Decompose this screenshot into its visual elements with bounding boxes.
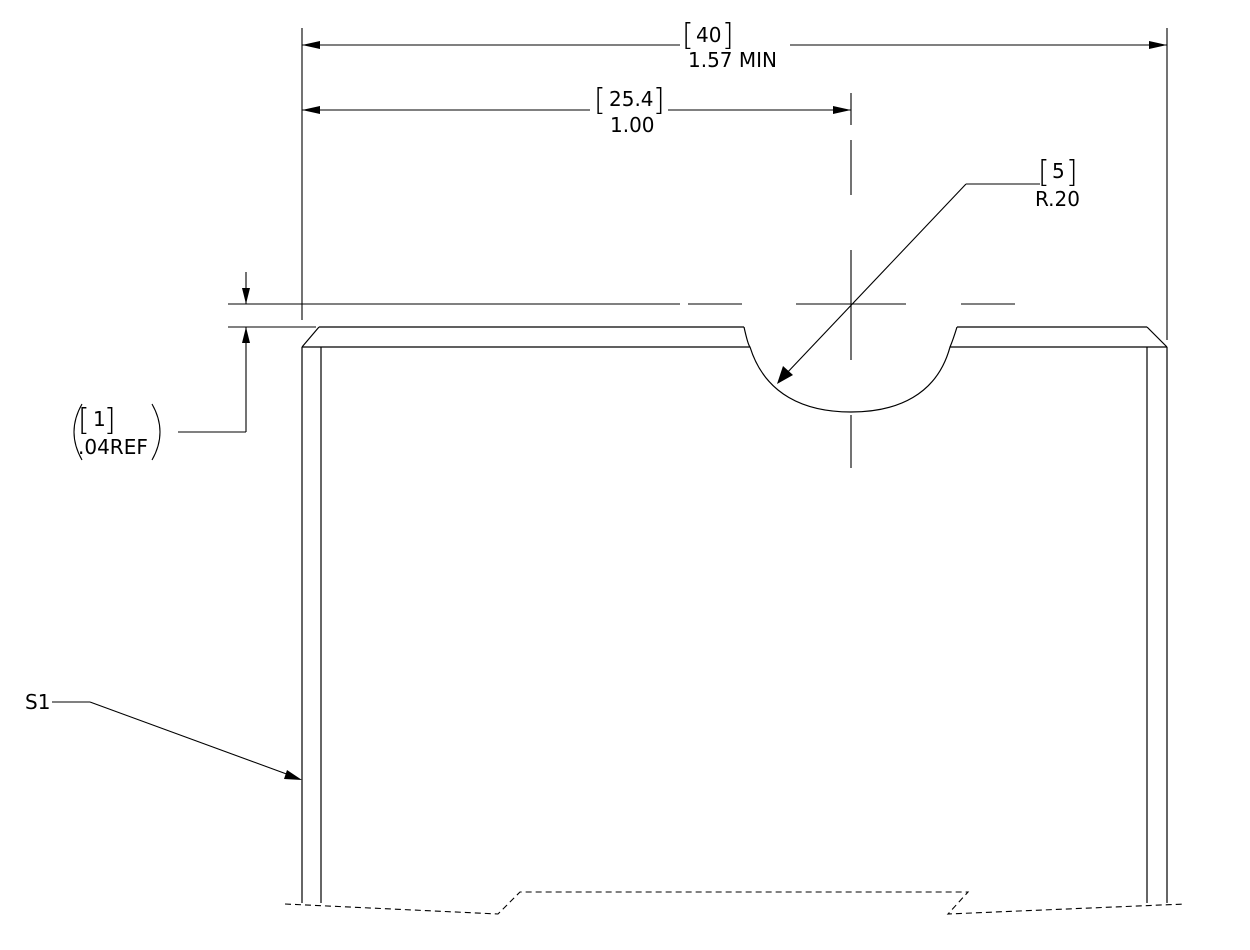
center-lines (228, 93, 1015, 468)
arrow-offset-right (833, 106, 851, 114)
notch-radius-metric: 5 (1052, 159, 1065, 183)
bracket-open: [ (594, 83, 606, 118)
dim-overall-width: [ 40 ] 1.57 MIN (301, 18, 1168, 340)
arrow-overall-right (1149, 41, 1167, 49)
break-line (284, 891, 1186, 915)
bracket-close: ] (104, 403, 116, 438)
radius-leader-diagonal (784, 183, 967, 376)
dim-notch-radius: [ 5 ] R.20 (777, 155, 1080, 384)
arrow-chamfer-top (242, 288, 250, 304)
surface-leader-diagonal (89, 701, 293, 777)
chamfer-corner-right (1146, 326, 1168, 348)
notch-arc (743, 326, 958, 413)
dim-center-offset: [ 25.4 ] 1.00 (302, 83, 851, 137)
bracket-open: [ (78, 403, 90, 438)
bracket-close: ] (722, 18, 734, 53)
chamfer-metric: 1 (93, 407, 106, 431)
arrow-overall-left (302, 41, 320, 49)
center-offset-imperial: 1.00 (610, 113, 655, 137)
overall-width-metric: 40 (696, 23, 721, 47)
bracket-close: ] (1066, 155, 1078, 190)
chamfer-imperial: .04REF (78, 435, 148, 459)
arrow-offset-left (302, 106, 320, 114)
chamfer-corner-left (301, 326, 320, 348)
arrow-chamfer-bottom (242, 327, 250, 343)
bracket-close: ] (653, 83, 665, 118)
dim-chamfer: [ 1 ] .04REF (73, 272, 250, 461)
notch-radius-imperial: R.20 (1035, 187, 1080, 211)
center-offset-metric: 25.4 (609, 87, 654, 111)
break-line-path (284, 891, 1186, 915)
surface-callout: S1 (25, 690, 302, 780)
paren-open (73, 403, 83, 461)
overall-width-imperial: 1.57 MIN (688, 48, 777, 72)
surface-label: S1 (25, 690, 50, 714)
part-outline (301, 326, 1168, 903)
arrow-surface (284, 770, 302, 780)
bracket-open: [ (1038, 155, 1050, 190)
paren-close (151, 403, 161, 461)
arrow-radius (777, 366, 793, 384)
bracket-open: [ (682, 18, 694, 53)
